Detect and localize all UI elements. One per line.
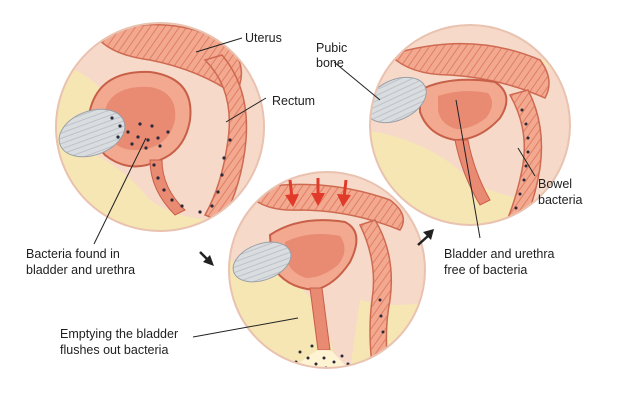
label-rectum: Rectum [272, 94, 315, 108]
label-bowel-bacteria-line2: bacteria [538, 193, 583, 207]
label-free-line2: free of bacteria [444, 263, 527, 277]
sequence-arrow-1 [199, 251, 214, 266]
label-bacteria-found-line2: bladder and urethra [26, 263, 135, 277]
label-bowel-bacteria-line1: Bowel [538, 177, 572, 191]
pressure-arrows [285, 178, 351, 207]
label-bacteria-found-line1: Bacteria found in [26, 247, 120, 261]
label-emptying-line2: flushes out bacteria [60, 343, 168, 357]
label-emptying-line1: Emptying the bladder [60, 327, 178, 341]
leader-lines [93, 37, 536, 338]
label-uterus: Uterus [245, 31, 282, 45]
label-free-line1: Bladder and urethra [444, 247, 555, 261]
label-pubic-bone-line2: bone [316, 56, 344, 70]
panel-emptying-bladder [228, 171, 426, 369]
sequence-arrow-2 [417, 229, 434, 246]
panel-free-of-bacteria [369, 24, 571, 226]
label-pubic-bone-line1: Pubic [316, 41, 347, 55]
panel-bacteria-found [55, 22, 265, 232]
